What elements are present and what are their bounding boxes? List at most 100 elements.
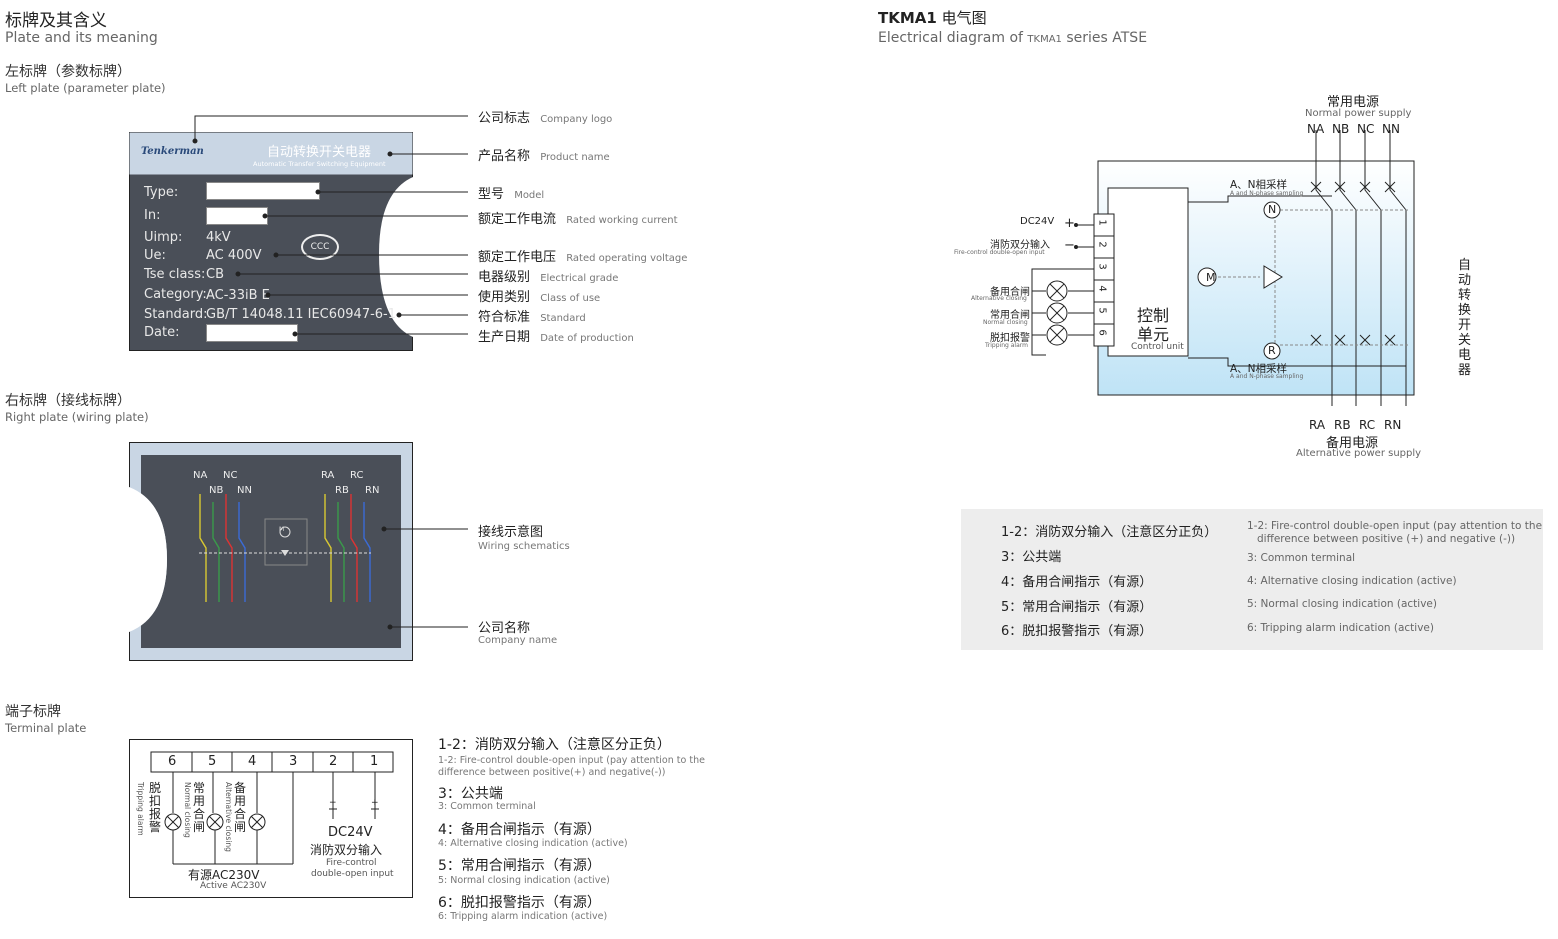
sampling-bottom-en: A and N-phase sampling (1230, 373, 1304, 380)
lamp-alt-closing-en: Alternative closing (971, 295, 1027, 302)
n-label: N (1268, 203, 1277, 216)
legend-1-en2: difference between positive (+) and nega… (1257, 533, 1516, 545)
label-tse: Tse class: (144, 267, 206, 282)
legend-4-en: 4: Alternative closing indication (activ… (1247, 575, 1457, 587)
label-in: In: (144, 208, 161, 223)
terminal-title-en: Terminal plate (5, 721, 87, 735)
alt-terminal-ra: RA (1309, 418, 1326, 432)
left-plate-callout-lines (192, 115, 468, 337)
product-name-cn: 自动转换开关电器 (267, 145, 372, 160)
r-label: R (1268, 344, 1276, 357)
dc-plus-sign: + (1064, 216, 1075, 231)
wiring-label-na: NA (193, 470, 208, 481)
legend-1-en1: 1-2: Fire-control double-open input (pay… (1247, 520, 1543, 532)
control-unit-cn2: 单元 (1137, 325, 1170, 344)
right-plate-title-en: Right plate (wiring plate) (5, 410, 149, 424)
dc-plus: + (371, 798, 379, 808)
lamp-tripping-cn: 脱扣报警 (990, 333, 1030, 344)
fire-control-label-en2: double-open input (311, 869, 394, 879)
electrical-diagram (1031, 130, 1415, 406)
legend-3-cn: 3：公共端 (1001, 550, 1062, 565)
label-ue: Ue: (144, 248, 166, 263)
t5-label-cn: 常用合闸 (193, 781, 206, 834)
left-plate-title-cn: 左标牌（参数标牌） (5, 64, 131, 80)
sampling-bottom-cn: A、N相采样 (1230, 363, 1288, 375)
normal-terminal-na: NA (1307, 122, 1325, 136)
legend-4-cn: 4：备用合闸指示（有源） (1001, 575, 1153, 590)
legend-5-cn: 5：常用合闸指示（有源） (1001, 600, 1153, 615)
terminal-legend-6-cn: 6：脱扣报警指示（有源） (438, 895, 601, 911)
normal-terminal-nb: NB (1332, 122, 1350, 136)
t6-label-en: Tripping alarm (136, 782, 145, 836)
lamp-normal-closing-en: Normal closing (983, 319, 1028, 326)
value-ue: AC 400V (206, 248, 262, 263)
alt-supply-en: Alternative power supply (1296, 448, 1422, 459)
lamp-normal-closing-cn: 常用合闸 (990, 310, 1030, 321)
diagram-terminal-1: 1 (1096, 219, 1108, 226)
t5-label-en: Normal closing (183, 782, 192, 838)
dc24v-label: DC24V (328, 825, 373, 840)
fire-input-en: Fire-control double-open input (954, 249, 1045, 256)
label-uimp: Uimp: (144, 230, 183, 245)
motor-label: M (1206, 271, 1216, 284)
legend-6-en: 6: Tripping alarm indication (active) (1247, 622, 1434, 634)
control-unit-en: Control unit (1131, 342, 1184, 352)
terminal-6: 6 (168, 754, 177, 769)
diagram-terminal-5: 5 (1096, 307, 1108, 314)
value-standard: GB/T 14048.11 IEC60947-6-1 (206, 307, 397, 322)
wiring-label-nn: NN (237, 485, 252, 496)
terminal-legend-1-en1: 1-2: Fire-control double-open input (pay… (438, 755, 705, 766)
legend-3-en: 3: Common terminal (1247, 552, 1356, 564)
wiring-plate-shape (129, 442, 413, 661)
wiring-plate: M NA NC NB NN RA RC RB RN (129, 442, 413, 661)
value-uimp: 4kV (206, 230, 231, 245)
legend-1-cn: 1-2：消防双分输入（注意区分正负） (1001, 525, 1218, 540)
t6-label-cn: 脱扣报警 (149, 781, 162, 834)
wiring-label-rb: RB (335, 485, 349, 496)
right-plate-title-cn: 右标牌（接线标牌） (5, 393, 131, 409)
label-type: Type: (144, 185, 179, 200)
lamp-tripping-en: Tripping alarm (985, 342, 1028, 349)
terminal-4: 4 (248, 754, 257, 769)
diagram-terminal-3: 3 (1096, 263, 1108, 270)
diagram-terminal-4: 4 (1096, 285, 1108, 292)
left-plate-shape (129, 132, 413, 351)
t4-label-en: Alternative closing (224, 782, 233, 852)
callout-wiring-en: Wiring schematics (478, 541, 570, 552)
callout-standard: 符合标准 Standard (478, 310, 586, 325)
wiring-motor-label: M (279, 526, 285, 533)
wiring-label-rc: RC (350, 470, 364, 481)
company-logo: Tenkerman (141, 146, 204, 157)
value-tse: CB (206, 267, 224, 282)
callout-product-name: 产品名称 Product name (478, 149, 610, 164)
terminal-plate: 6 5 4 3 2 1 脱扣报警 Tripping alarm 常用合闸 Nor… (129, 739, 413, 898)
callout-rated-current: 额定工作电流 Rated working current (478, 212, 678, 227)
wiring-label-nc: NC (223, 470, 238, 481)
terminal-legend-5-en: 5: Normal closing indication (active) (438, 875, 610, 886)
diagram-legend-panel: 1-2：消防双分输入（注意区分正负） 1-2: Fire-control dou… (961, 509, 1543, 650)
lamp-alt-closing-cn: 备用合闸 (990, 287, 1030, 298)
callout-date: 生产日期 Date of production (478, 330, 634, 345)
label-date: Date: (144, 325, 180, 340)
terminal-legend-1-cn: 1-2：消防双分输入（注意区分正负） (438, 737, 671, 753)
left-plate: Tenkerman 自动转换开关电器 Automatic Transfer Sw… (129, 132, 413, 351)
normal-terminal-nc: NC (1357, 122, 1375, 136)
diagram-title: TKMA1 电气图 (878, 9, 987, 27)
date-field (206, 324, 298, 342)
alt-terminal-rb: RB (1334, 418, 1351, 432)
diagram-subtitle: Electrical diagram of TKMA1 series ATSE (878, 30, 1148, 46)
alt-terminal-rn: RN (1384, 418, 1402, 432)
fire-control-label-en1: Fire-control (326, 858, 377, 868)
terminal-1: 1 (370, 754, 379, 769)
t4-label-cn: 备用合闸 (234, 781, 247, 834)
terminal-legend-3-en: 3: Common terminal (438, 801, 536, 812)
terminal-legend-3-cn: 3：公共端 (438, 786, 503, 802)
control-unit-cn1: 控制 (1137, 306, 1170, 325)
section-title-cn: 标牌及其含义 (5, 11, 107, 31)
normal-terminal-nn: NN (1382, 122, 1400, 136)
callout-model: 型号 Model (478, 187, 545, 202)
product-name-en: Automatic Transfer Switching Equipment (253, 160, 386, 168)
left-plate-title-en: Left plate (parameter plate) (5, 81, 166, 95)
terminal-legend-4-cn: 4：备用合闸指示（有源） (438, 822, 601, 838)
diagram-terminal-2: 2 (1096, 241, 1108, 248)
